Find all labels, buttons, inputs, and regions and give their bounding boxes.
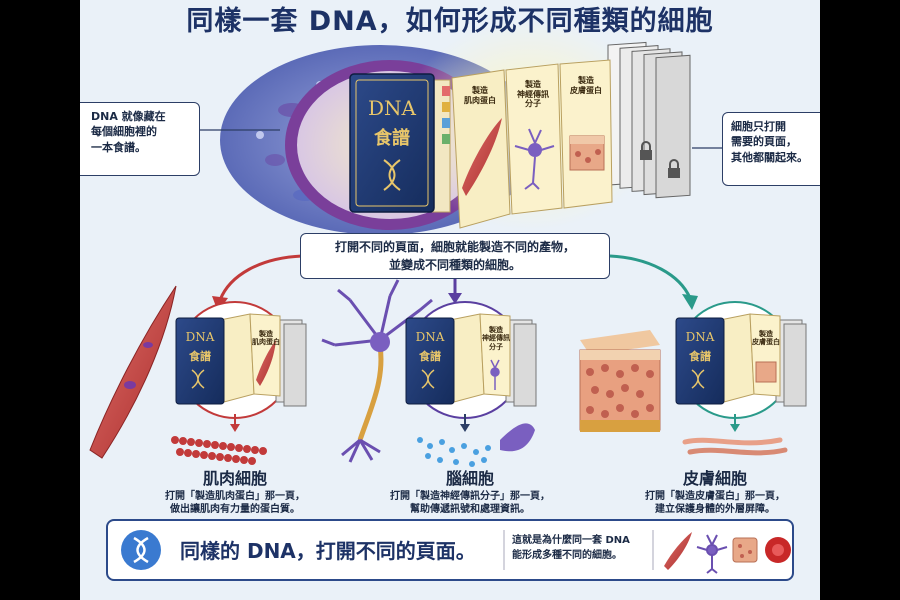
right-callout-line: 細胞只打開 <box>731 120 786 133</box>
infographic: 同樣一套 DNA，如何形成不同種類的細胞 DNA 就像藏在 每個細胞裡的 一本食… <box>80 0 820 600</box>
page-line: 製造 <box>759 330 773 338</box>
lock-icon <box>668 159 680 178</box>
mini-page-label-muscle: 製造 肌肉蛋白 <box>250 330 282 347</box>
page-line: 製造 <box>489 326 503 334</box>
skin-column <box>579 301 807 456</box>
neurotransmitter-molecules <box>417 437 491 467</box>
cell-desc: 做出讓肌肉有力量的蛋白質。 <box>170 504 300 516</box>
left-callout-line: 一本食譜。 <box>91 140 146 154</box>
page-line: 神經傳訊 <box>482 334 510 343</box>
page-line: 製造 <box>259 330 273 338</box>
cell-desc: 建立保護身體的外層屏障。 <box>655 504 775 516</box>
mini-book-title: DNA <box>415 330 445 344</box>
mini-book-title: DNA <box>685 330 715 344</box>
mini-book-subtitle: 食譜 <box>689 350 711 363</box>
summary-line: 能形成多種不同的細胞。 <box>512 550 622 561</box>
left-callout: DNA 就像藏在 每個細胞裡的 一本食譜。 <box>80 102 200 176</box>
skin-cell-caption: 皮膚細胞 打開「製造皮膚蛋白」那一頁， 建立保護身體的外層屏障。 <box>610 468 820 517</box>
muscle-protein-fibers <box>171 436 267 465</box>
closed-pages <box>607 41 691 199</box>
cell-desc: 打開「製造皮膚蛋白」那一頁， <box>645 490 785 502</box>
neuron-body <box>370 332 390 352</box>
summary-explanation: 這就是為什麼同一套 DNA 能形成多種不同的細胞。 <box>512 533 662 563</box>
page-line: 皮膚蛋白 <box>570 85 602 95</box>
page-line: 肌肉蛋白 <box>464 95 496 105</box>
cell-name: 腦細胞 <box>445 469 494 488</box>
page-line: 分子 <box>489 342 503 351</box>
center-message: 打開不同的頁面，細胞就能製造不同的產物， 並變成不同種類的細胞。 <box>300 233 610 279</box>
mini-page-label-neuron: 製造 神經傳訊 分子 <box>480 326 512 351</box>
muscle-column <box>89 285 307 465</box>
page-line: 神經傳訊 <box>517 89 549 99</box>
lock-icon <box>640 141 652 160</box>
left-callout-line: DNA 就像藏在 <box>91 110 166 123</box>
page-line: 肌肉蛋白 <box>252 338 280 347</box>
left-callout-line: 每個細胞裡的 <box>91 125 157 139</box>
center-message-line: 打開不同的頁面，細胞就能製造不同的產物， <box>334 240 575 254</box>
cell-desc: 打開「製造肌肉蛋白」那一頁， <box>165 490 305 502</box>
center-message-line: 並變成不同種類的細胞。 <box>388 258 521 272</box>
page-label-skin: 製造 皮膚蛋白 <box>564 76 608 95</box>
book-title: DNA <box>368 96 416 120</box>
muscle-cell-illustration <box>89 285 177 459</box>
skin-tissue-illustration <box>579 330 661 432</box>
cell-name: 肌肉細胞 <box>202 469 267 488</box>
right-callout-line: 其他都關起來。 <box>731 150 808 164</box>
mini-book-subtitle: 食譜 <box>189 350 211 363</box>
neuron-icon <box>514 128 555 190</box>
cell-desc: 打開「製造神經傳訊分子」那一頁， <box>390 490 550 502</box>
page-line: 製造 <box>578 76 594 85</box>
mini-book-subtitle: 食譜 <box>419 350 441 363</box>
page-line: 皮膚蛋白 <box>752 338 780 347</box>
synapse-receptor <box>500 423 535 452</box>
brain-column <box>321 279 537 467</box>
dna-recipe-book <box>349 73 451 213</box>
muscle-cell-icon <box>462 118 502 196</box>
muscle-cell-caption: 肌肉細胞 打開「製造肌肉蛋白」那一頁， 做出讓肌肉有力量的蛋白質。 <box>100 468 370 517</box>
skin-cell-icon <box>569 135 605 171</box>
book-subtitle: 食譜 <box>374 128 410 149</box>
page-line: 製造 <box>525 80 541 89</box>
mini-page-label-skin: 製造 皮膚蛋白 <box>750 330 782 347</box>
branch-arrows <box>212 254 698 312</box>
page-label-muscle: 製造 肌肉蛋白 <box>458 86 502 105</box>
brain-cell-caption: 腦細胞 打開「製造神經傳訊分子」那一頁， 幫助傳遞訊號和處理資訊。 <box>350 468 590 517</box>
dna-helix-icon <box>383 159 401 191</box>
page-line: 分子 <box>525 99 541 109</box>
summary-line: 這就是為什麼同一套 DNA <box>512 535 630 546</box>
neuron-illustration <box>321 279 433 463</box>
cell-name: 皮膚細胞 <box>682 469 747 488</box>
page-label-neuron: 製造 神經傳訊 分子 <box>510 80 556 109</box>
page-line: 製造 <box>472 86 488 95</box>
mini-book-title: DNA <box>185 330 215 344</box>
summary-headline: 同樣的 DNA，打開不同的頁面。 <box>180 539 476 563</box>
skin-protein-fibers <box>682 437 788 456</box>
right-callout: 細胞只打開 需要的頁面， 其他都關起來。 <box>722 112 820 186</box>
right-callout-line: 需要的頁面， <box>731 135 797 149</box>
open-pages <box>451 59 613 229</box>
cell-desc: 幫助傳遞訊號和處理資訊。 <box>410 504 530 516</box>
page-title: 同樣一套 DNA，如何形成不同種類的細胞 <box>186 6 714 37</box>
